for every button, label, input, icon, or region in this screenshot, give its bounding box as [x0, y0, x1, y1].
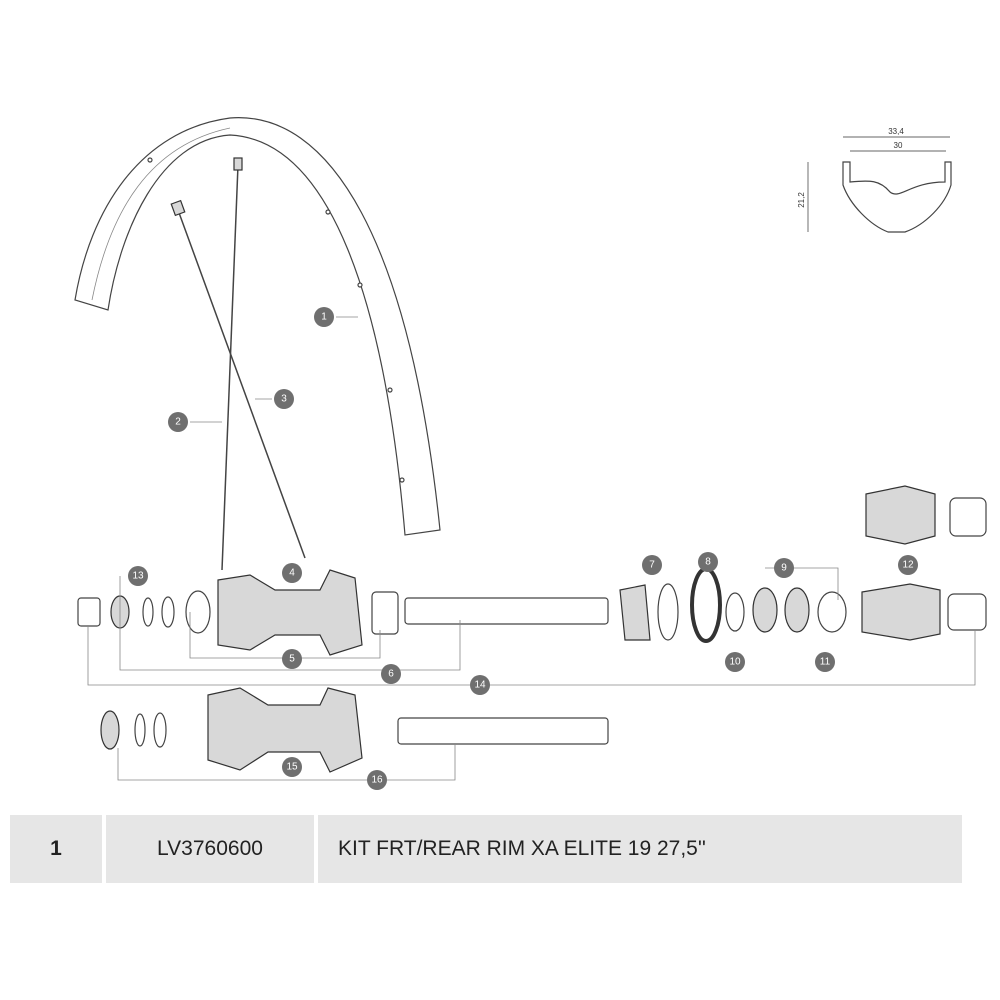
callout-7[interactable]: 7 [642, 555, 662, 575]
svg-text:10: 10 [729, 657, 741, 668]
svg-text:7: 7 [649, 560, 655, 571]
callout-16[interactable]: 16 [367, 770, 387, 790]
callout-2[interactable]: 2 [168, 412, 188, 432]
callout-6[interactable]: 6 [381, 664, 401, 684]
svg-text:2: 2 [175, 417, 181, 428]
svg-text:1: 1 [321, 312, 327, 323]
part-description: KIT FRT/REAR RIM XA ELITE 19 27,5'' [318, 815, 962, 883]
callout-3[interactable]: 3 [274, 389, 294, 409]
callout-11[interactable]: 11 [815, 652, 835, 672]
rim [74, 117, 441, 536]
svg-text:13: 13 [132, 571, 144, 582]
callout-13[interactable]: 13 [128, 566, 148, 586]
profile-outer-width: 33,4 [888, 127, 904, 136]
spokes [170, 157, 306, 571]
callout-8[interactable]: 8 [698, 552, 718, 572]
svg-text:12: 12 [902, 560, 914, 571]
profile-height: 21,2 [797, 192, 806, 208]
callout-12[interactable]: 12 [898, 555, 918, 575]
svg-text:3: 3 [281, 394, 287, 405]
part-code: LV3760600 [106, 815, 314, 883]
profile-inner-width: 30 [894, 141, 903, 150]
callout-4[interactable]: 4 [282, 563, 302, 583]
svg-text:14: 14 [474, 680, 486, 691]
svg-text:9: 9 [781, 563, 787, 574]
svg-text:11: 11 [820, 657, 831, 668]
callout-9[interactable]: 9 [774, 558, 794, 578]
callout-15[interactable]: 15 [282, 757, 302, 777]
leader-lines [87, 316, 976, 781]
callout-5[interactable]: 5 [282, 649, 302, 669]
svg-text:6: 6 [388, 669, 394, 680]
item-number: 1 [10, 815, 102, 883]
svg-text:15: 15 [286, 762, 298, 773]
svg-text:4: 4 [289, 568, 295, 579]
front-hub-assembly [100, 687, 609, 773]
callout-14[interactable]: 14 [470, 675, 490, 695]
svg-text:5: 5 [289, 654, 295, 665]
callout-1[interactable]: 1 [314, 307, 334, 327]
rim-profile: 33,4 30 21,2 [797, 127, 952, 233]
svg-text:16: 16 [371, 775, 383, 786]
rear-hub-assembly [77, 485, 987, 656]
callout-10[interactable]: 10 [725, 652, 745, 672]
svg-text:8: 8 [705, 557, 711, 568]
exploded-parts-diagram: 33,4 30 21,2 [74, 117, 987, 790]
